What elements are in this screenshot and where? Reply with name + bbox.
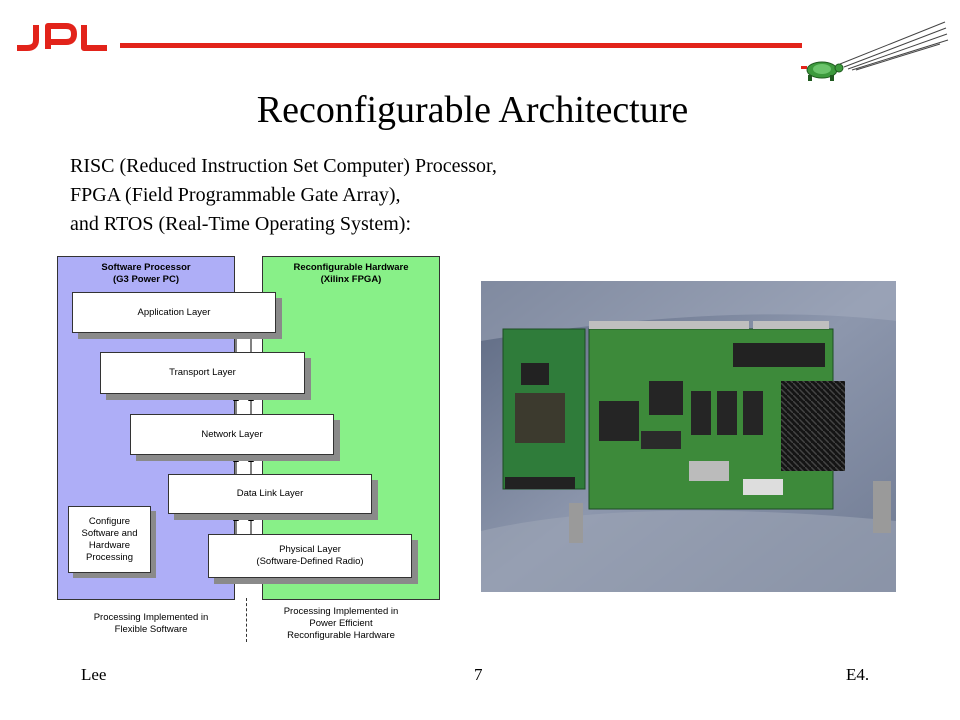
configure-line: Processing — [86, 551, 133, 563]
subtitle-line: FPGA (Field Programmable Gate Array), — [70, 184, 401, 206]
configure-line: Configure — [88, 515, 131, 527]
transport-layer-box: Transport Layer — [100, 352, 305, 394]
slide-title: Reconfigurable Architecture — [256, 89, 689, 131]
caption-line: Power Efficient — [309, 618, 373, 629]
reconfigurable-hardware-title: Reconfigurable Hardware (Xilinx FPGA) — [262, 262, 440, 286]
divider-dashed-line — [246, 598, 247, 642]
caption-line: Flexible Software — [114, 624, 188, 635]
footer-page-number: 7 — [474, 665, 483, 684]
hardware-caption: Processing Implemented in Power Efficien… — [262, 606, 420, 642]
turtle-mascot-icon — [800, 12, 950, 84]
configure-line: Software and — [81, 527, 138, 539]
software-processor-title: Software Processor (G3 Power PC) — [57, 262, 235, 286]
physical-layer-sublabel: (Software-Defined Radio) — [256, 556, 364, 567]
caption-line: Reconfigurable Hardware — [287, 630, 395, 641]
jpl-logo-icon — [14, 22, 110, 52]
footer-author: Lee — [81, 665, 107, 684]
caption-line: Processing Implemented in — [93, 612, 209, 623]
slide-subtitle: RISC (Reduced Instruction Set Computer) … — [70, 152, 497, 239]
panel-title-line: Software Processor — [101, 262, 191, 273]
physical-layer-box: Physical Layer (Software-Defined Radio) — [208, 534, 412, 578]
subtitle-line: RISC (Reduced Instruction Set Computer) … — [70, 155, 497, 177]
footer-section: E4. — [846, 665, 870, 684]
application-layer-box: Application Layer — [72, 292, 276, 333]
header-rule — [120, 43, 802, 48]
data-link-layer-box: Data Link Layer — [168, 474, 372, 514]
network-layer-box: Network Layer — [130, 414, 334, 455]
physical-layer-label: Physical Layer — [279, 544, 341, 555]
panel-title-line: Reconfigurable Hardware — [293, 262, 409, 273]
caption-line: Processing Implemented in — [283, 606, 399, 617]
circuit-board-photo-icon — [481, 281, 896, 592]
software-caption: Processing Implemented in Flexible Softw… — [80, 612, 222, 636]
panel-title-line: (G3 Power PC) — [113, 274, 179, 285]
configure-processing-box: Configure Software and Hardware Processi… — [68, 506, 151, 573]
configure-line: Hardware — [88, 539, 131, 551]
panel-title-line: (Xilinx FPGA) — [320, 274, 382, 285]
subtitle-line: and RTOS (Real-Time Operating System): — [70, 213, 411, 235]
